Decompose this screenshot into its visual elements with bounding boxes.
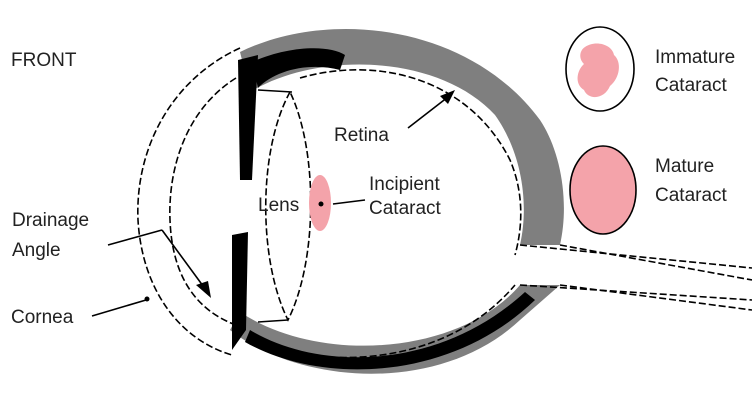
optic-nerve-3 bbox=[520, 285, 752, 300]
optic-nerve-2 bbox=[560, 245, 752, 280]
cornea-dot bbox=[145, 297, 150, 302]
optic-nerve-1 bbox=[520, 245, 752, 268]
label-front: FRONT bbox=[11, 50, 77, 71]
incipient-leader bbox=[333, 200, 365, 204]
label-retina: Retina bbox=[334, 125, 389, 146]
incipient-dot bbox=[319, 202, 324, 207]
drainage-arrowhead bbox=[196, 281, 211, 298]
label-lens: Lens bbox=[258, 195, 299, 216]
mature-cataract-lens bbox=[570, 146, 636, 234]
label-immature-line1: Immature bbox=[655, 47, 735, 68]
label-immature-line2: Cataract bbox=[655, 75, 728, 96]
label-drainage-line2: Angle bbox=[12, 240, 61, 261]
label-drainage-line1: Drainage bbox=[12, 210, 89, 231]
label-incipient-line1: Incipient bbox=[369, 174, 440, 195]
choroid-bottom bbox=[245, 292, 535, 369]
cornea-outline bbox=[138, 48, 240, 355]
label-incipient-line2: Cataract bbox=[369, 198, 442, 219]
cornea-leader bbox=[92, 300, 146, 316]
label-mature-line1: Mature bbox=[655, 156, 714, 177]
zonule-top bbox=[258, 90, 292, 92]
drainage-leader bbox=[108, 230, 162, 245]
label-cornea: Cornea bbox=[11, 307, 74, 328]
retina-arrow-line bbox=[408, 97, 448, 128]
zonule-bottom bbox=[258, 320, 288, 322]
label-mature-line2: Cataract bbox=[655, 185, 728, 206]
